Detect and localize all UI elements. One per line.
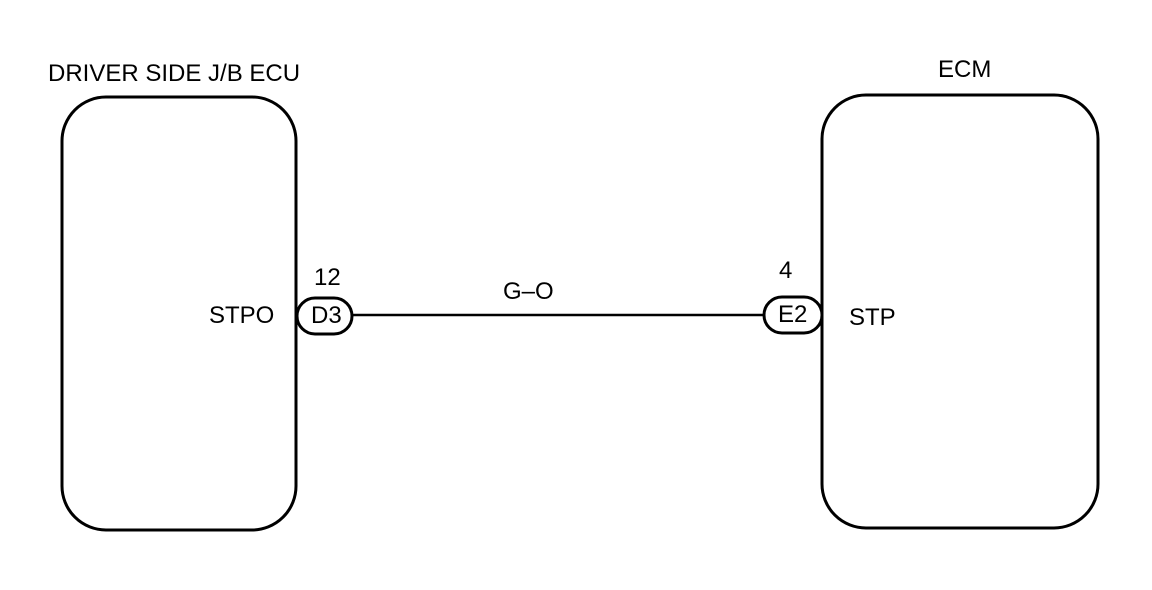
right-terminal-label: STP	[849, 304, 896, 331]
left-pin-number: 12	[314, 264, 341, 291]
left-unit-name: DRIVER SIDE J/B ECU	[48, 60, 301, 87]
right-unit-name: ECM	[938, 56, 992, 83]
connector-e2-shape	[762, 295, 824, 335]
connector-e2-label: E2	[778, 301, 808, 328]
connector-d3-shape	[295, 296, 354, 336]
right-pin-number: 4	[779, 257, 793, 284]
connector-d3-label: D3	[311, 302, 342, 329]
wire-color-label: G–O	[503, 278, 554, 305]
left-terminal-label: STPO	[209, 302, 275, 329]
